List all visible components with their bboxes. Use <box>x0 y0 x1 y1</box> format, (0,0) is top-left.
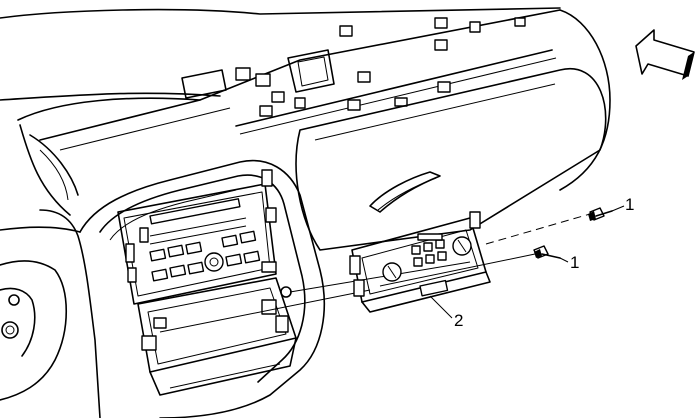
module-buttons <box>411 233 447 267</box>
fastener-upper <box>588 207 613 221</box>
radio-buttons-row-2 <box>151 250 261 282</box>
callout-fastener-upper: 1 <box>625 195 635 214</box>
fastener-lower <box>533 245 561 259</box>
callout-control-module: 2 <box>454 311 464 330</box>
leader-lines <box>159 213 591 333</box>
callout-leaders <box>429 205 625 319</box>
glove-box-door <box>295 67 607 251</box>
instrument-panel-upper <box>0 7 611 216</box>
hvac-control-opening <box>137 277 297 396</box>
callout-fastener-lower: 1 <box>570 253 580 272</box>
upper-clips <box>181 17 526 117</box>
hvac-control-module <box>349 211 491 313</box>
arrow-view-direction-icon <box>635 29 695 80</box>
volume-knob-icon <box>204 252 224 272</box>
radio-buttons-row-1 <box>149 230 257 262</box>
radio-head-unit <box>117 169 277 305</box>
instrument-panel-left <box>0 209 101 418</box>
